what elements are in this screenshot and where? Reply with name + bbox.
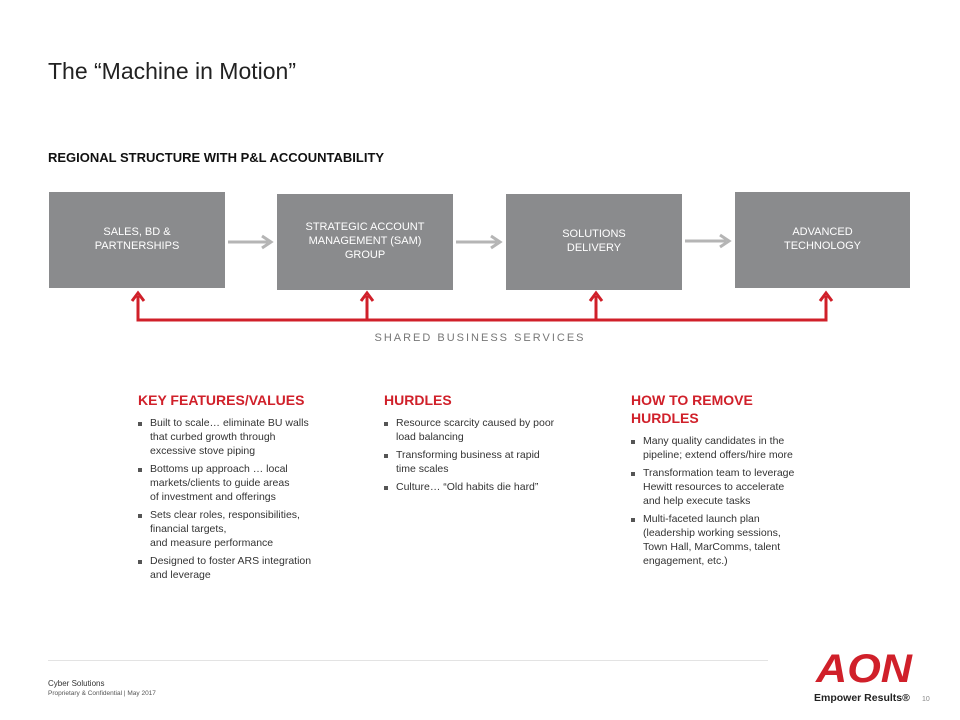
list-item: Built to scale… eliminate BU walls that …	[138, 417, 338, 459]
list-item: Designed to foster ARS integration and l…	[138, 555, 338, 583]
footer-divider	[48, 660, 768, 661]
arrow-2-3-head	[490, 234, 503, 250]
red-arrowhead-2	[359, 290, 375, 302]
page-title: The “Machine in Motion”	[48, 58, 296, 84]
box-advanced-technology: ADVANCED TECHNOLOGY	[735, 192, 910, 288]
footer-confidential: Proprietary & Confidential | May 2017	[48, 690, 156, 697]
column-heading: HURDLES	[384, 392, 452, 408]
section-subtitle: REGIONAL STRUCTURE WITH P&L ACCOUNTABILI…	[48, 150, 385, 165]
column-heading: KEY FEATURES/VALUES	[138, 392, 305, 408]
arrow-1-2-head	[261, 234, 274, 250]
list-item: Bottoms up approach … local markets/clie…	[138, 463, 338, 505]
list-item: Resource scarcity caused by poor load ba…	[384, 417, 584, 445]
footer-company: Cyber Solutions	[48, 679, 105, 688]
bracket-line	[136, 296, 828, 322]
list-item: Multi-faceted launch plan (leadership wo…	[631, 513, 831, 569]
bullet-list: Many quality candidates in the pipeline;…	[631, 435, 831, 569]
list-item: Transformation team to leverage Hewitt r…	[631, 467, 831, 509]
column-remove-hurdles: HOW TO REMOVE HURDLES Many quality candi…	[631, 391, 831, 573]
logo-text: AON	[815, 647, 913, 686]
list-item: Many quality candidates in the pipeline;…	[631, 435, 831, 463]
red-bracket	[130, 290, 834, 322]
box-strategic-account: STRATEGIC ACCOUNT MANAGEMENT (SAM) GROUP	[277, 194, 453, 290]
list-item: Transforming business at rapid time scal…	[384, 449, 584, 477]
shared-services-label: SHARED BUSINESS SERVICES	[374, 332, 586, 344]
column-key-features: KEY FEATURES/VALUES Built to scale… elim…	[138, 391, 338, 587]
bullet-list: Built to scale… eliminate BU walls that …	[138, 417, 338, 582]
list-item: Culture… “Old habits die hard”	[384, 481, 584, 495]
page-number: 10	[922, 696, 930, 703]
red-arrowhead-4	[818, 290, 834, 302]
box-solutions-delivery: SOLUTIONS DELIVERY	[506, 194, 682, 290]
column-heading: HOW TO REMOVE HURDLES	[631, 392, 753, 427]
column-hurdles: HURDLES Resource scarcity caused by poor…	[384, 391, 584, 499]
red-arrowhead-3	[588, 290, 604, 302]
box-sales-bd: SALES, BD & PARTNERSHIPS	[49, 192, 225, 288]
list-item: Sets clear roles, responsibilities, fina…	[138, 509, 338, 551]
aon-logo: AON	[815, 647, 913, 686]
tagline: Empower Results®	[814, 692, 910, 704]
bullet-list: Resource scarcity caused by poor load ba…	[384, 417, 584, 495]
arrow-3-4-head	[719, 233, 732, 249]
red-arrowhead-1	[130, 290, 146, 302]
